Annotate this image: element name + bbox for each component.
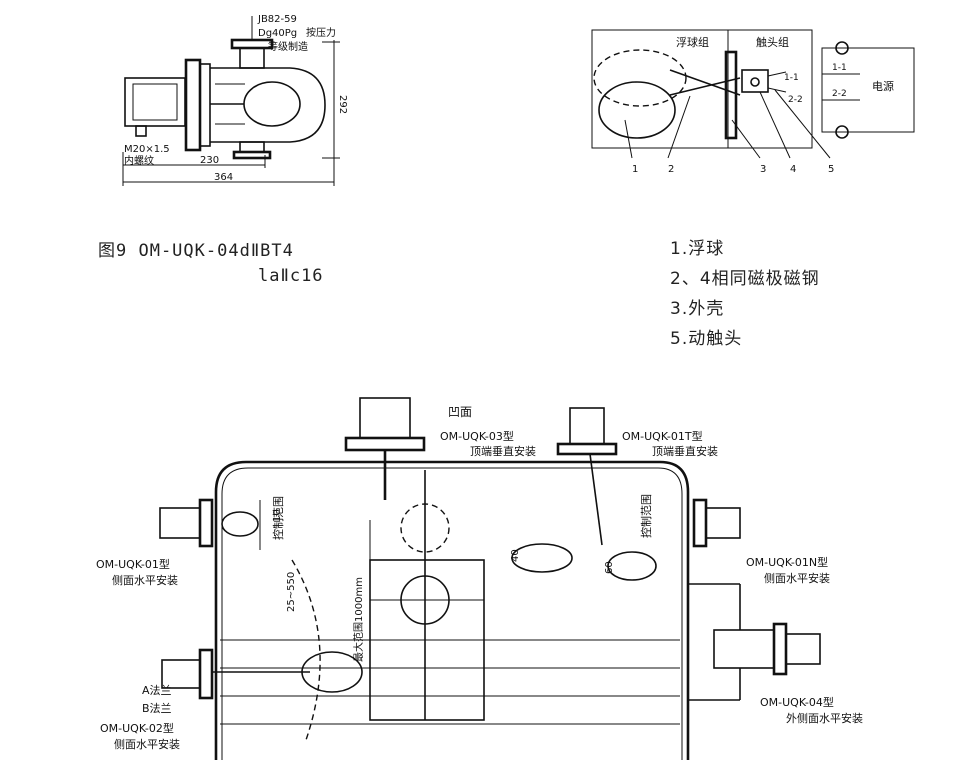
circuit-11-label: 1-1 [832,63,847,73]
mount-03-label: 顶端垂直安装 [470,444,536,458]
part-4-label: 4 [790,164,796,175]
tank-shell [214,460,690,760]
water-lines [220,599,680,725]
circuit-22-label: 2-2 [832,89,847,99]
dim-25-550-label: 25~550 [286,572,297,612]
figure-caption-line-2: laⅡc16 [258,266,324,286]
switch-01n-housing [705,507,741,539]
dim-364-label: 364 [214,172,233,183]
legend-item-1: 1.浮球 [670,239,725,259]
grade-label: 等级制造 [268,40,308,53]
float-02 [301,651,363,693]
figure-caption-line-1: 图9 OM-UQK-04dⅡBT4 [98,241,294,261]
switch-01t-housing [569,407,605,445]
mount-01t-label: 顶端垂直安装 [652,444,718,458]
dim-230-label: 230 [200,155,219,166]
switch-04-chamber [713,629,775,669]
legend-item-2: 2、4相同磁极磁钢 [670,269,820,289]
ctrl-range-1-label: 控制范围 [271,496,285,540]
standard-label: JB82-59 [257,14,297,25]
thread-label-2: 内螺纹 [124,154,154,167]
pressure-label-1: Dg40Pg [258,28,297,39]
magnetic-principle-drawing: 1 2 3 4 5 浮球组 触头组 1-1 2-2 电源 1-1 2-2 [591,29,915,175]
model-01-label: OM-UQK-01型 [96,557,170,571]
mount-01n-label: 侧面水平安装 [764,571,830,585]
part-5-label: 5 [828,164,834,175]
dim-40-label: 40 [510,549,521,562]
power-label: 电源 [872,79,894,93]
legend-item-3: 3.外壳 [670,299,725,319]
water-area [216,600,686,740]
contact-22-label: 2-2 [788,95,803,105]
model-03-label: OM-UQK-03型 [440,429,514,443]
tank-installation-drawing: 凹面 OM-UQK-03型 顶端垂直安装 OM-UQK-01T型 顶端垂直安装 … [96,397,863,760]
max-range-label: 最大范围1000mm [352,577,365,662]
concave-label: 凹面 [448,405,472,419]
flange-b-label: B法兰 [142,701,172,715]
mount-01-label: 侧面水平安装 [112,573,178,587]
side-mount-switch-drawing: JB82-59 Dg40Pg 按压力 等级制造 M20×1.5 内螺纹 230 … [122,14,348,186]
switch-04-housing [785,633,821,665]
flange-a-label: A法兰 [142,683,172,697]
dim-60-label: 60 [604,561,615,574]
float-01t [511,543,573,573]
model-01n-label: OM-UQK-01N型 [746,555,828,569]
legend-item-4: 5.动触头 [670,329,743,349]
contact-group-label: 触头组 [756,35,789,49]
switch-03-housing [359,397,411,439]
model-02-label: OM-UQK-02型 [100,721,174,735]
float-group-label: 浮球组 [676,35,709,49]
part-2-label: 2 [668,164,674,175]
mount-04-label: 外侧面水平安装 [786,711,863,725]
dim-292-label: 292 [337,95,348,114]
float-03 [400,575,450,625]
pressure-label-2: 按压力 [306,26,336,39]
dim-10-label: 10 [272,509,283,522]
model-04-label: OM-UQK-04型 [760,695,834,709]
switch-01-housing [159,507,201,539]
ctrl-range-2-label: 控制范围 [639,494,653,538]
model-01t-label: OM-UQK-01T型 [622,429,703,443]
part-1-label: 1 [632,164,638,175]
thread-label-1: M20×1.5 [124,144,170,155]
mount-02-label: 侧面水平安装 [114,737,180,751]
part-3-label: 3 [760,164,766,175]
contact-11-label: 1-1 [784,73,799,83]
